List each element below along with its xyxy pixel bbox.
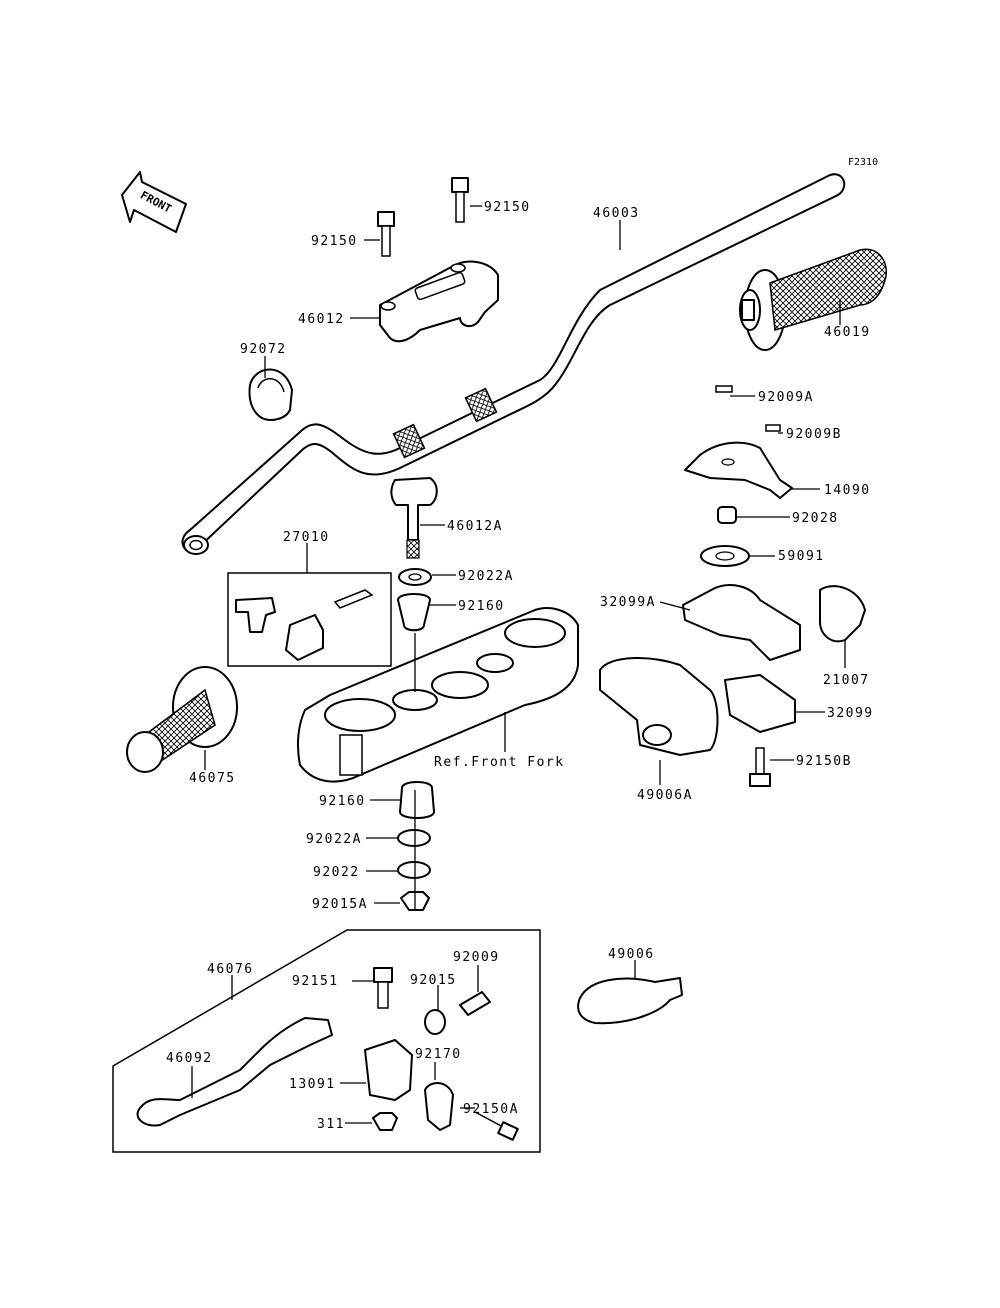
front-arrow-icon: FRONT [121,171,187,233]
washer-92022A-bottom [397,829,431,847]
throttle-case-upper [682,584,801,661]
label-92015: 92015 [410,973,457,988]
label-46019: 46019 [824,325,871,340]
boot-49006 [577,977,683,1025]
nut-92015 [424,1009,446,1035]
lever-holder [364,1039,413,1101]
label-92072: 92072 [240,342,287,357]
damper-92160-top [397,593,431,632]
screw-92009B [765,424,781,432]
reference-note: Ref.Front Fork [434,755,565,770]
label-92150-top: 92150 [484,200,531,215]
throttle-boot [599,657,719,756]
bolt-92150-top [451,177,469,223]
label-92160-bottom: 92160 [319,794,366,809]
label-46012: 46012 [298,312,345,327]
label-92022: 92022 [313,865,360,880]
label-92022A-bottom: 92022A [306,832,362,847]
damper-92160-bottom [399,781,435,819]
screw-92009A [715,385,733,393]
label-14090: 14090 [824,483,871,498]
handlebar-lower-clamp [390,477,438,559]
label-46003: 46003 [593,206,640,221]
label-92022A-top: 92022A [458,569,514,584]
label-92009B: 92009B [786,427,842,442]
washer-92022 [397,861,431,879]
clamp-band [248,368,293,421]
screw-92009 [459,991,491,1016]
switch-assembly-box [227,572,392,667]
bolt-92151 [373,967,393,983]
label-46076: 46076 [207,962,254,977]
throttle-pulley [819,585,866,643]
label-92150B: 92150B [796,754,852,769]
clamp-92170 [424,1082,454,1131]
throttle-cover [684,441,793,499]
bolt-92150-left [377,211,395,257]
triple-clamp [296,607,579,783]
throttle-case-lower [724,674,796,733]
label-49006: 49006 [608,947,655,962]
nut-311 [372,1112,398,1131]
screw-92150B [749,747,771,787]
label-46075: 46075 [189,771,236,786]
label-92150A: 92150A [463,1102,519,1117]
label-92028: 92028 [792,511,839,526]
left-grip [126,666,238,773]
label-59091: 59091 [778,549,825,564]
throttle-grip [739,248,887,351]
label-32099A: 32099A [600,595,656,610]
label-92015A: 92015A [312,897,368,912]
label-311: 311 [317,1117,345,1132]
label-32099: 32099 [827,706,874,721]
label-13091: 13091 [289,1077,336,1092]
label-92009A: 92009A [758,390,814,405]
label-92151: 92151 [292,974,339,989]
label-92009: 92009 [453,950,500,965]
figure-code: F2310 [848,157,878,168]
label-92160-top: 92160 [458,599,505,614]
label-49006A: 49006A [637,788,693,803]
label-92170: 92170 [415,1047,462,1062]
leader-lines [191,205,846,1124]
label-27010: 27010 [283,530,330,545]
label-46092: 46092 [166,1051,213,1066]
collar-92028 [717,506,737,524]
label-21007: 21007 [823,673,870,688]
lever [136,1017,333,1127]
label-92150-left: 92150 [311,234,358,249]
handlebar-upper-clamp [379,260,499,343]
bolt-92150A [474,1111,506,1129]
handlebar [181,173,846,555]
label-46012A: 46012A [447,519,503,534]
